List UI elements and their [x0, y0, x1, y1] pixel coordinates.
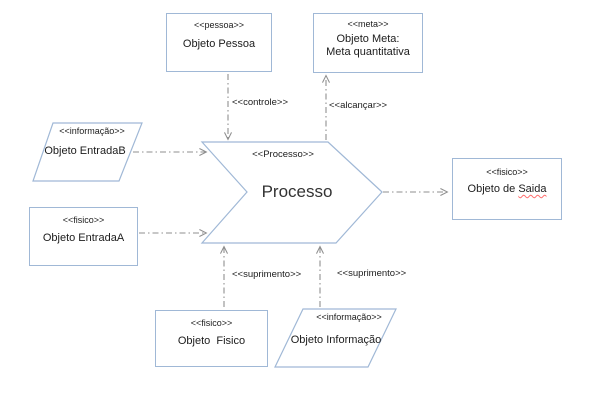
pessoa-stereotype: <<pessoa>> [193, 20, 245, 30]
saida-label-prefix: Objeto de [467, 183, 519, 195]
node-objeto-entrada-a[interactable]: <<fisico>> Objeto EntradaA [29, 207, 138, 266]
entrada-a-label: Objeto EntradaA [42, 232, 125, 244]
entrada-b-label: Objeto EntradaB [44, 145, 126, 157]
saida-stereotype: <<fisico>> [486, 167, 528, 177]
processo-shape[interactable] [200, 141, 383, 244]
processo-label: Processo [261, 182, 333, 201]
entrada-b-stereotype: <<informação>> [59, 126, 125, 136]
pessoa-label: Objeto Pessoa [182, 38, 256, 50]
fisico-stereotype: <<fisico>> [190, 318, 233, 328]
informacao-stereotype: <<informação>> [316, 312, 382, 322]
saida-label-misspelled: Saida [518, 183, 547, 195]
suprimento-right-label: <<suprimento>> [337, 268, 407, 279]
meta-label-line1: Objeto Meta: [336, 33, 400, 45]
node-objeto-pessoa[interactable]: <<pessoa>> Objeto Pessoa [166, 13, 272, 72]
meta-label-line2: Meta quantitativa [326, 46, 410, 58]
saida-label: Objeto de Saida [468, 183, 547, 196]
node-objeto-meta[interactable]: <<meta>> Objeto Meta: Meta quantitativa [313, 13, 423, 73]
informacao-parallelogram[interactable] [274, 308, 397, 368]
controle-label: <<controle>> [232, 97, 288, 108]
fisico-label: Objeto Fisico [177, 335, 246, 347]
node-objeto-de-saida[interactable]: <<fisico>> Objeto de Saida [452, 158, 562, 220]
meta-stereotype: <<meta>> [347, 19, 389, 29]
entrada-b-parallelogram[interactable] [32, 122, 143, 182]
node-objeto-fisico[interactable]: <<fisico>> Objeto Fisico [155, 310, 268, 367]
alcancar-label: <<alcançar>> [329, 100, 388, 111]
informacao-label: Objeto Informação [290, 334, 382, 346]
processo-stereotype: <<Processo>> [252, 149, 314, 160]
suprimento-left-label: <<suprimento>> [232, 269, 302, 280]
entrada-a-stereotype: <<fisico>> [62, 215, 105, 225]
